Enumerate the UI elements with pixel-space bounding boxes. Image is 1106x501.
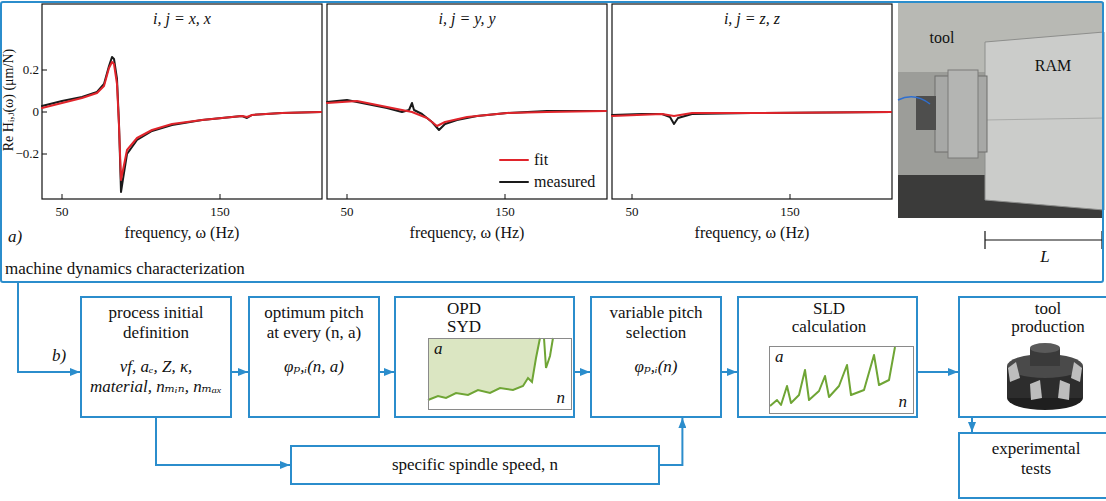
box-detail: vf, aₑ, Z, κ, material, nₘᵢₙ, nₘₐₓ [88,357,224,397]
process-box: variable pitch selection φₚ,ᵢ(n) [590,296,722,418]
legend-text: fit [534,151,548,169]
box-title: machine dynamics characterization [5,259,245,279]
tick-marks [42,70,790,199]
tick-label: 150 [210,205,230,220]
flow-arrow [971,418,973,432]
tick-label: 50 [341,205,354,220]
flow-arrow [380,371,394,373]
plot-title: i, j = z, z [724,10,780,28]
axis-title: frequency, ω (Hz) [695,224,810,242]
tick-label: −0.2 [15,147,39,162]
chart-box: an [428,338,572,410]
flow-arrow [18,283,80,372]
flow-arrow [232,371,248,373]
part-name: RAM [1035,57,1071,75]
flow-arrow [918,371,958,373]
process-box: SLD calculationan [737,296,918,418]
axis-title: frequency, ω (Hz) [125,224,240,242]
plot-curves [42,57,321,192]
input-box: specific spindle speed, n [290,445,660,485]
box-title: OPD SYD [442,300,486,336]
panel-letter: a) [8,227,22,247]
flow-arrow [156,418,290,465]
tick-label: 150 [780,205,800,220]
box-detail: φₚ,ᵢ(n) [598,357,714,377]
tool-picture [1007,343,1083,410]
tick-label: 0 [33,105,40,120]
process-box: OPD SYDan [394,296,575,418]
stability-chart [428,338,572,410]
tick-label: 50 [56,205,69,220]
flow-arrow [575,371,590,373]
tick-label: 0.2 [23,63,39,78]
tick-label: 50 [626,205,639,220]
box-title: experimental tests [980,439,1092,479]
box-title: tool production [1006,300,1090,336]
box-title: optimum pitch at every (n, a) [256,303,372,343]
box-detail: φₚ,ᵢ(n, a) [256,357,372,377]
dimension-line [985,231,1102,249]
box-title: a [775,347,784,367]
box-title: specific spindle speed, n [298,455,652,475]
box-title: process initial definition [88,303,224,343]
plot-title: i, j = x, x [153,10,211,28]
box-title: SLD calculation [779,300,879,336]
plot-curves [612,112,891,124]
axis-title: Re Hᵢ,ⱼ(ω) (μm/N) [1,49,17,151]
dimension-label: L [1040,247,1049,267]
box-detail: n [899,392,908,412]
panel-letter: b) [52,346,66,366]
plot-curves [327,100,606,182]
box-detail: n [557,388,566,408]
box-title: variable pitch selection [598,303,714,343]
process-box: process initial definition vf, aₑ, Z, κ, … [80,296,232,418]
machine-photo [898,2,1104,218]
tick-label: 150 [495,205,515,220]
chart-box: an [769,346,914,414]
stability-chart [769,346,914,414]
plot-frames [42,4,892,199]
box-title: a [434,339,443,359]
plot-title: i, j = y, y [438,10,495,28]
part-name: tool [930,29,955,47]
flow-arrow [722,371,737,373]
output-box: experimental tests [958,432,1106,499]
legend-text: measured [534,173,595,191]
output-box: tool production [958,296,1106,418]
process-box: optimum pitch at every (n, a) φₚ,ᵢ(n, a) [248,296,380,418]
axis-title: frequency, ω (Hz) [410,224,525,242]
flow-arrow [660,418,682,465]
